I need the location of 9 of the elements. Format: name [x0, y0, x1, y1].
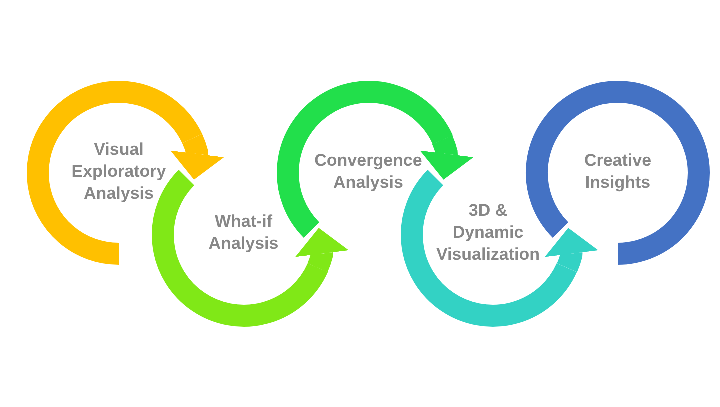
- step-label: 3D & Dynamic Visualization: [435, 200, 542, 266]
- curved-arrow: [420, 136, 474, 180]
- step-label: What-if Analysis: [208, 211, 280, 255]
- step-label: Visual Exploratory Analysis: [70, 139, 168, 205]
- step-label: Creative Insights: [583, 150, 653, 194]
- curved-arrow: [170, 134, 224, 180]
- curved-arrow: [295, 228, 349, 272]
- curved-arrow: [544, 228, 598, 272]
- step-label: Convergence Analysis: [314, 150, 424, 194]
